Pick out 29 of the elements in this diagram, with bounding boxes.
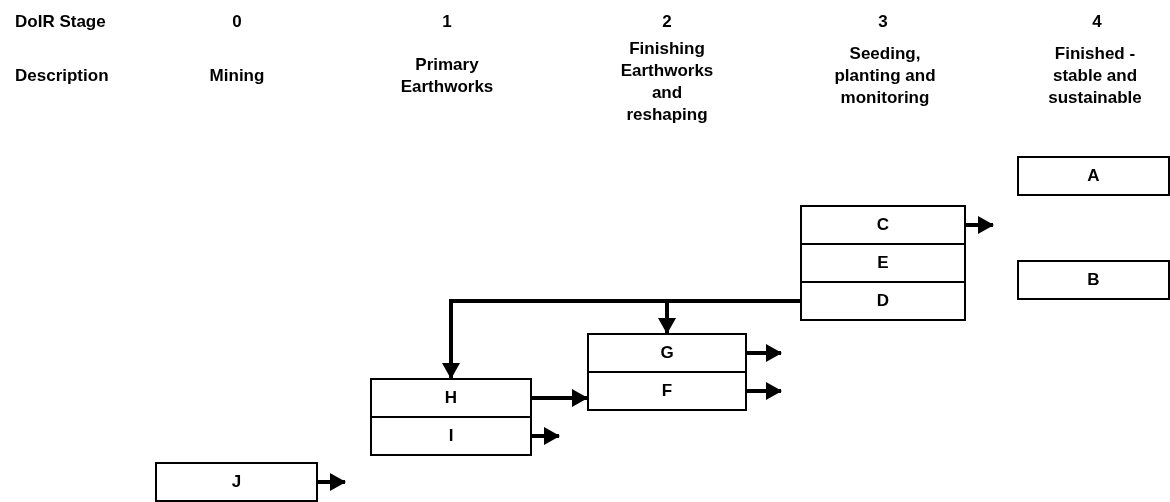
stage-number: 3 [878,11,888,33]
arrow [966,216,994,234]
stage-description: Finished - stable and sustainable [1047,43,1143,109]
process-box: J [155,462,318,502]
row-header: DoIR Stage [15,11,106,33]
row-header: Description [15,65,109,87]
arrow [532,427,560,445]
stage-description: Mining [209,65,265,87]
arrow [747,344,782,362]
process-box: F [587,371,747,411]
process-box: A [1017,156,1170,196]
process-box: D [800,281,966,321]
process-box: E [800,243,966,283]
stage-number: 4 [1092,11,1102,33]
process-box: H [370,378,532,418]
stage-number: 2 [662,11,672,33]
arrow [318,473,346,491]
stage-number: 1 [442,11,452,33]
process-box: I [370,416,532,456]
stage-number: 0 [232,11,242,33]
arrow [532,389,588,407]
process-box: C [800,205,966,245]
stage-description: Primary Earthworks [399,54,495,98]
arrow [747,382,782,400]
stage-description: Finishing Earthworks and reshaping [619,38,715,126]
arrow [442,299,800,379]
process-box: B [1017,260,1170,300]
process-box: G [587,333,747,373]
stage-description: Seeding, planting and monitoring [833,43,937,109]
